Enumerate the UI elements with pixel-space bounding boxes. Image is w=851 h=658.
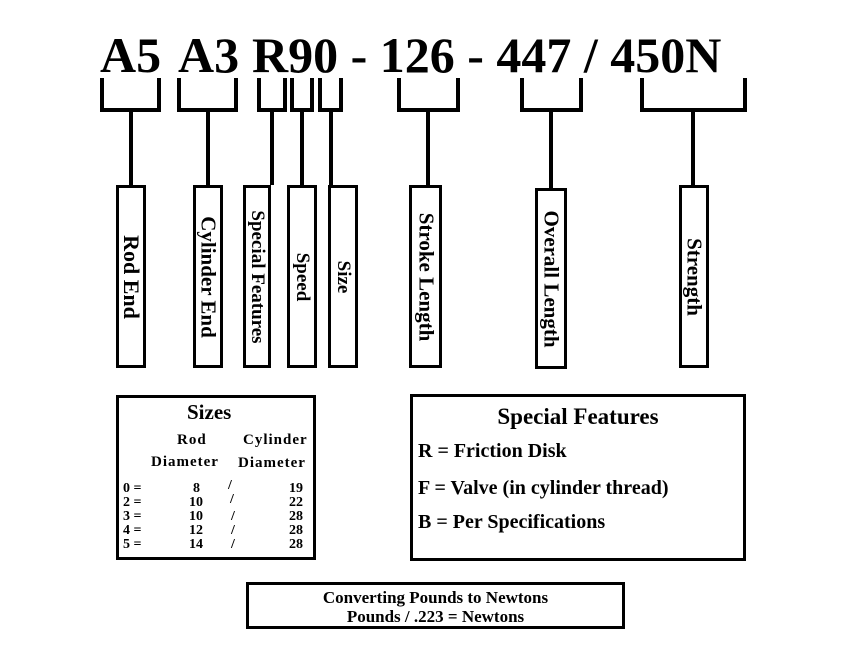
stem-special-features <box>270 108 274 185</box>
label-strength: Strength <box>679 185 709 368</box>
conversion-panel: Converting Pounds to Newtons Pounds / .2… <box>246 582 625 629</box>
label-overall-length: Overall Length <box>535 188 567 369</box>
bracket-speed <box>290 78 314 112</box>
code-seg-rest: R90 - 126 - 447 / 450N <box>252 27 722 83</box>
label-overall-length-text: Overall Length <box>539 209 564 348</box>
stem-size <box>329 108 333 185</box>
bracket-special-features <box>257 78 287 112</box>
label-size-text: Size <box>333 260 354 293</box>
special-feature-item: F = Valve (in cylinder thread) <box>418 477 669 499</box>
sizes-row-separator: / <box>230 492 234 507</box>
label-stroke-length: Stroke Length <box>409 185 442 368</box>
stem-speed <box>300 108 304 185</box>
bracket-cylinder-end <box>177 78 238 112</box>
sizes-title: Sizes <box>187 400 232 424</box>
sizes-row-rod: 14 <box>189 537 203 552</box>
sizes-row-rod: 12 <box>189 523 203 538</box>
bracket-size <box>318 78 343 112</box>
bracket-overall-length <box>520 78 583 112</box>
special-feature-item: R = Friction Disk <box>418 440 567 462</box>
bracket-strength <box>640 78 747 112</box>
sizes-row-rod: 10 <box>189 509 203 524</box>
special-features-panel: Special Features R = Friction Disk F = V… <box>410 394 746 561</box>
sizes-col-rod-line2: Diameter <box>151 454 219 470</box>
sizes-row-code: 4 = <box>123 523 142 538</box>
special-features-title: Special Features <box>497 404 659 429</box>
sizes-col-cyl-line1: Cylinder <box>243 432 308 448</box>
sizes-panel: Sizes Rod Diameter Cylinder Diameter 0 =… <box>116 395 316 560</box>
sizes-row-cyl: 22 <box>289 495 303 510</box>
conversion-line1: Converting Pounds to Newtons <box>322 588 549 607</box>
sizes-row-code: 2 = <box>123 495 142 510</box>
label-rod-end-text: Rod End <box>119 234 144 319</box>
sizes-row-cyl: 28 <box>289 509 303 524</box>
label-strength-text: Strength <box>682 237 707 316</box>
label-special-features: Special Features <box>243 185 271 368</box>
bracket-stroke-length <box>397 78 460 112</box>
sizes-col-cyl-line2: Diameter <box>238 455 306 471</box>
bracket-rod-end <box>100 78 161 112</box>
stem-stroke-length <box>426 108 430 185</box>
sizes-row-rod: 10 <box>189 495 203 510</box>
label-speed-text: Speed <box>292 252 313 301</box>
code-seg-a3: A3 <box>178 27 240 83</box>
label-size: Size <box>328 185 358 368</box>
sizes-row-code: 0 = <box>123 481 142 496</box>
sizes-row-rod: 8 <box>193 481 200 496</box>
stem-rod-end <box>129 108 133 185</box>
code-seg-a5: A5 <box>100 27 162 83</box>
sizes-row-cyl: 28 <box>289 523 303 538</box>
conversion-line2: Pounds / .223 = Newtons <box>346 607 525 626</box>
sizes-row-separator: / <box>231 537 235 552</box>
special-feature-item: B = Per Specifications <box>418 511 606 533</box>
label-stroke-length-text: Stroke Length <box>414 212 438 341</box>
sizes-row-cyl: 28 <box>289 537 303 552</box>
sizes-row-cyl: 19 <box>289 481 303 496</box>
sizes-row-separator: / <box>231 509 235 524</box>
label-special-features-text: Special Features <box>247 209 268 344</box>
sizes-col-rod-line1: Rod <box>177 432 207 448</box>
stem-strength <box>691 108 695 185</box>
sizes-row-code: 3 = <box>123 509 142 524</box>
label-cylinder-end: Cylinder End <box>193 185 223 368</box>
sizes-row-code: 5 = <box>123 537 142 552</box>
stem-overall-length <box>549 108 553 188</box>
sizes-row-separator: / <box>231 523 235 538</box>
sizes-row-separator: / <box>228 478 232 493</box>
label-speed: Speed <box>287 185 317 368</box>
label-rod-end: Rod End <box>116 185 146 368</box>
stem-cylinder-end <box>206 108 210 185</box>
label-cylinder-end-text: Cylinder End <box>196 215 221 338</box>
